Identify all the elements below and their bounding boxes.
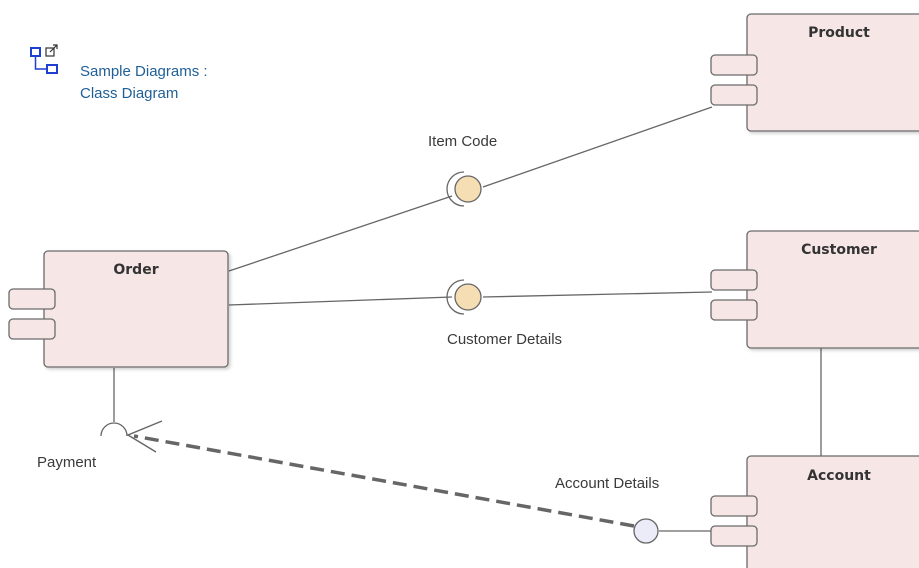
product-port-1 — [710, 54, 758, 76]
dependency-arrowhead — [126, 420, 163, 453]
connector-item-code-product[interactable] — [482, 106, 713, 188]
account-details-ball[interactable] — [633, 518, 659, 544]
connector-order-customer-details[interactable] — [228, 296, 453, 306]
diagram-link-line2: Class Diagram — [80, 85, 179, 102]
customer-details-ball — [454, 283, 482, 311]
component-customer[interactable]: Customer — [710, 230, 919, 349]
component-order-title: Order — [113, 262, 158, 278]
customer-port-2 — [710, 299, 758, 321]
label-customer-details: Customer Details — [447, 331, 563, 348]
component-account-title: Account — [807, 468, 871, 484]
order-port-1 — [8, 288, 56, 310]
component-product-title: Product — [808, 25, 870, 41]
customer-details-socket — [446, 279, 465, 315]
component-customer-title: Customer — [801, 242, 877, 258]
label-item-code: Item Code — [428, 133, 498, 150]
label-account-details: Account Details — [555, 475, 660, 492]
interface-customer-details[interactable] — [446, 279, 482, 315]
order-port-2 — [8, 318, 56, 340]
connector-customer-details-customer[interactable] — [482, 291, 713, 298]
diagram-link-line1: Sample Diagrams : — [80, 63, 208, 80]
connector-order-item-code[interactable] — [228, 195, 453, 272]
account-port-1 — [710, 495, 758, 517]
account-port-2 — [710, 525, 758, 547]
component-order[interactable]: Order — [8, 250, 229, 368]
component-account[interactable]: Account — [710, 455, 919, 568]
diagram-link-icon[interactable] — [30, 44, 58, 74]
product-port-2 — [710, 84, 758, 106]
dependency-account-details-to-payment[interactable] — [133, 434, 635, 528]
item-code-socket — [446, 171, 465, 207]
customer-port-1 — [710, 269, 758, 291]
component-product[interactable]: Product — [710, 13, 919, 132]
item-code-ball — [454, 175, 482, 203]
diagram-link-text[interactable]: Sample Diagrams : Class Diagram — [80, 61, 208, 105]
label-payment: Payment — [37, 454, 97, 471]
payment-socket[interactable] — [100, 422, 128, 437]
interface-item-code[interactable] — [446, 171, 482, 207]
